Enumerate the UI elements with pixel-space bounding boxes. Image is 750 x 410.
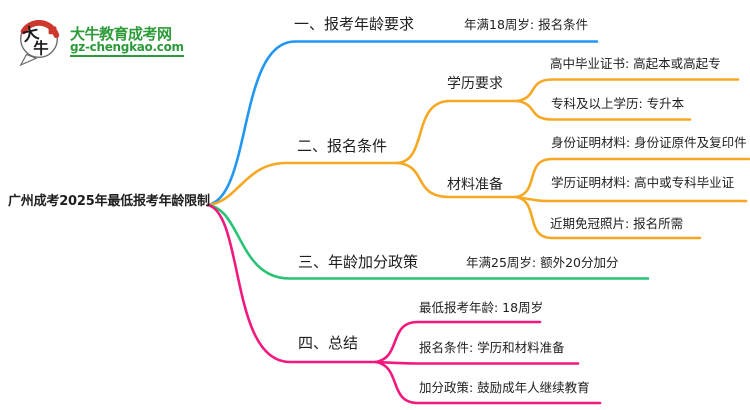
branch2-mat-connector bbox=[396, 161, 518, 199]
branch2-connector bbox=[206, 161, 400, 207]
logo-char-bottom: 牛 bbox=[33, 38, 48, 57]
branch2-mat-leaf1-node: 身份证明材料: 身份证原件及复印件 bbox=[551, 135, 747, 150]
branch3-connector bbox=[206, 203, 650, 280]
branch4-leaf3-node: 加分政策: 鼓励成年人继续教育 bbox=[419, 380, 590, 395]
branch1-node: 一、报考年龄要求 bbox=[294, 15, 415, 33]
branch4-leaf2-connector bbox=[374, 360, 580, 365]
branch2-mat-leaf2-connector bbox=[514, 195, 748, 203]
branch2-mat-leaf1-connector bbox=[514, 157, 750, 199]
branch2-edu-leaf2-node: 专科及以上学历: 专升本 bbox=[551, 96, 685, 111]
branch2-mat-leaf2-node: 学历证明材料: 高中或专科毕业证 bbox=[551, 175, 735, 190]
branch2-mat-leaf3-node: 近期免冠照片: 报名所需 bbox=[550, 216, 684, 231]
logo-bubble-icon: 大 牛 bbox=[19, 20, 60, 66]
logo-char-top: 大 bbox=[21, 23, 42, 45]
branch4-connector bbox=[206, 203, 378, 364]
root-node: 广州成考2025年最低报考年龄限制 bbox=[8, 194, 210, 209]
branch2-edu-leaf1-connector bbox=[515, 78, 740, 103]
branch4-leaf1-node: 最低报考年龄: 18周岁 bbox=[419, 300, 544, 315]
branch2-edu-connector bbox=[396, 99, 519, 165]
branch3-node: 三、年龄加分政策 bbox=[298, 253, 419, 271]
branch2-mat-node: 材料准备 bbox=[447, 177, 503, 193]
branch2-edu-leaf1-node: 高中毕业证书: 高起本或高起专 bbox=[550, 56, 721, 71]
branch3-child-node: 年满25周岁: 额外20分加分 bbox=[466, 255, 619, 270]
branch2-node: 二、报名条件 bbox=[297, 137, 388, 155]
site-url: gz-chengkao.com bbox=[70, 40, 184, 57]
branch2-edu-leaf2-connector bbox=[515, 99, 692, 121]
branch4-leaf3-connector bbox=[374, 360, 602, 405]
site-name: 大牛教育成考网 bbox=[70, 25, 172, 43]
branch4-leaf1-connector bbox=[374, 320, 542, 364]
branch2-mat-leaf3-connector bbox=[514, 195, 702, 240]
branch4-node: 四、总结 bbox=[298, 334, 359, 352]
branch4-leaf2-node: 报名条件: 学历和材料准备 bbox=[419, 340, 565, 355]
branch1-connector bbox=[206, 40, 599, 207]
branch2-edu-node: 学历要求 bbox=[447, 76, 503, 92]
branch1-child-node: 年满18周岁: 报名条件 bbox=[464, 17, 589, 32]
site-logo: 大 牛 大牛教育成考网 gz-chengkao.com bbox=[14, 12, 204, 66]
